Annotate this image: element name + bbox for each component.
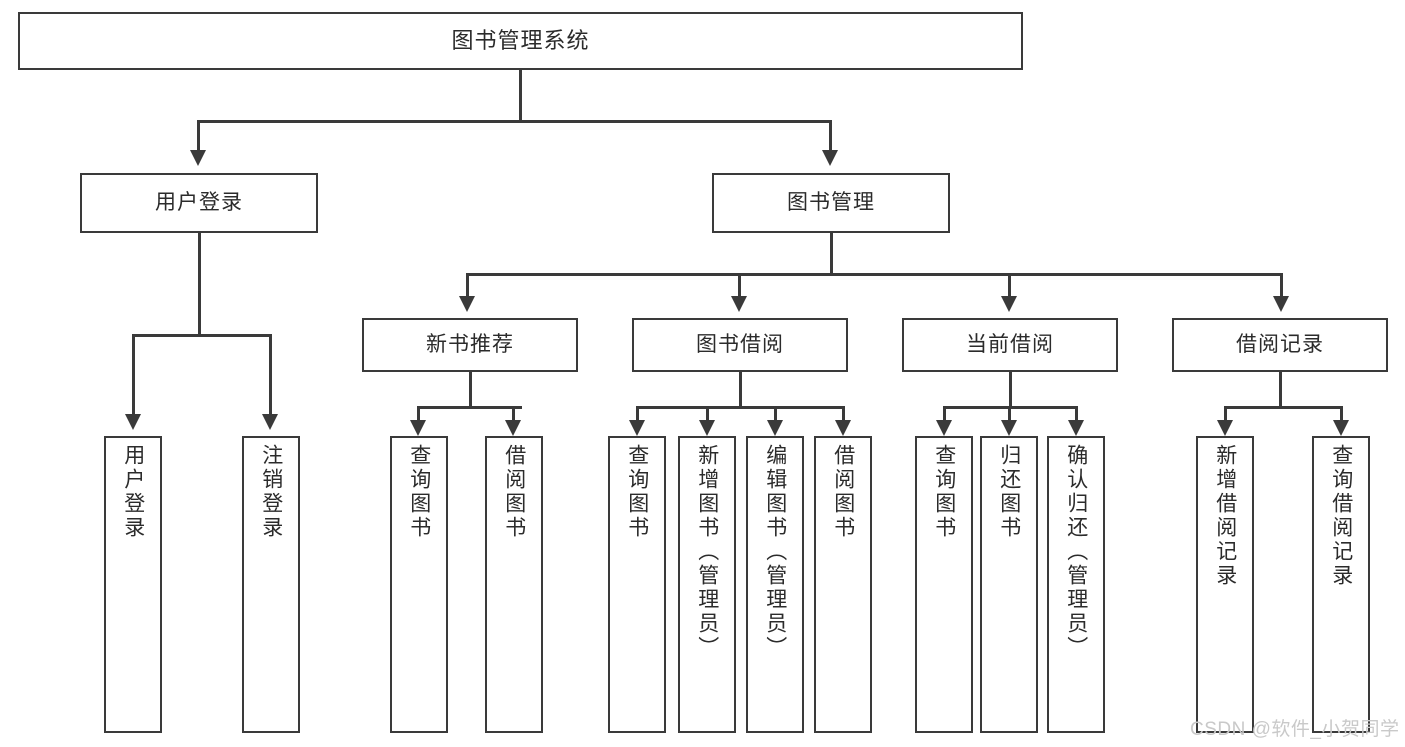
leaf-label: 查询图书 — [932, 444, 956, 540]
connector-user-login-child-1 — [132, 334, 135, 418]
connector-book-management-split-bar — [466, 273, 1282, 276]
connector-to-borrow-records — [1280, 273, 1283, 298]
leaf-logout[interactable]: 注销登录 — [242, 436, 300, 733]
arrowhead-borrow-records-child-2 — [1333, 420, 1349, 436]
arrowhead-to-user-login — [190, 150, 206, 166]
connector-borrow-records-stem — [1279, 372, 1282, 408]
connector-new-books-stem — [469, 372, 472, 408]
connector-book-borrow-child-2 — [706, 406, 709, 422]
arrowhead-to-new-books — [459, 296, 475, 312]
leaf-query-borrow-record[interactable]: 查询借阅记录 — [1312, 436, 1370, 733]
arrowhead-new-books-child-1 — [410, 420, 426, 436]
connector-current-borrow-child-1 — [943, 406, 946, 422]
node-book-borrowing[interactable]: 图书借阅 — [632, 318, 848, 372]
connector-to-current-borrow — [1008, 273, 1011, 298]
arrowhead-to-current-borrow — [1001, 296, 1017, 312]
connector-root-split-bar — [197, 120, 831, 123]
leaf-label: 注销登录 — [259, 444, 283, 540]
arrowhead-current-borrow-child-3 — [1068, 420, 1084, 436]
arrowhead-borrow-records-child-1 — [1217, 420, 1233, 436]
node-current-borrowing[interactable]: 当前借阅 — [902, 318, 1118, 372]
leaf-borrow-books-borrowing[interactable]: 借阅图书 — [814, 436, 872, 733]
leaf-edit-book-admin[interactable]: 编辑图书（管理员） — [746, 436, 804, 733]
leaf-add-book-admin[interactable]: 新增图书（管理员） — [678, 436, 736, 733]
arrowhead-to-book-management — [822, 150, 838, 166]
node-borrowing-records[interactable]: 借阅记录 — [1172, 318, 1388, 372]
node-book-management[interactable]: 图书管理 — [712, 173, 950, 233]
leaf-query-books-current[interactable]: 查询图书 — [915, 436, 973, 733]
leaf-label: 查询图书 — [407, 444, 431, 540]
arrowhead-to-book-borrow — [731, 296, 747, 312]
connector-book-borrow-child-3 — [774, 406, 777, 422]
connector-user-login-stem — [198, 233, 201, 336]
leaf-label: 借阅图书 — [831, 444, 855, 540]
leaf-label: 新增借阅记录 — [1213, 444, 1237, 588]
connector-borrow-records-child-2 — [1340, 406, 1343, 422]
leaf-label: 归还图书 — [997, 444, 1021, 540]
arrowhead-new-books-child-2 — [505, 420, 521, 436]
leaf-label: 确认归还（管理员） — [1064, 444, 1088, 660]
connector-book-borrow-child-4 — [842, 406, 845, 422]
connector-borrow-records-split-bar — [1224, 406, 1341, 409]
node-root-library-management-system[interactable]: 图书管理系统 — [18, 12, 1023, 70]
node-user-login[interactable]: 用户登录 — [80, 173, 318, 233]
leaf-confirm-return-admin[interactable]: 确认归还（管理员） — [1047, 436, 1105, 733]
connector-book-borrow-stem — [739, 372, 742, 408]
leaf-label: 新增图书（管理员） — [695, 444, 719, 660]
leaf-label: 查询借阅记录 — [1329, 444, 1353, 588]
leaf-query-books-new-recommendation[interactable]: 查询图书 — [390, 436, 448, 733]
connector-root-stem — [519, 70, 522, 122]
connector-current-borrow-child-2 — [1008, 406, 1011, 422]
connector-new-books-child-2 — [512, 406, 515, 422]
connector-new-books-split-bar — [417, 406, 522, 409]
connector-book-borrow-child-1 — [636, 406, 639, 422]
arrowhead-book-borrow-child-2 — [699, 420, 715, 436]
connector-new-books-child-1 — [417, 406, 420, 422]
leaf-borrow-books-new-recommendation[interactable]: 借阅图书 — [485, 436, 543, 733]
leaf-label: 借阅图书 — [502, 444, 526, 540]
leaf-return-books[interactable]: 归还图书 — [980, 436, 1038, 733]
arrowhead-book-borrow-child-1 — [629, 420, 645, 436]
node-new-book-recommendation[interactable]: 新书推荐 — [362, 318, 578, 372]
connector-borrow-records-child-1 — [1224, 406, 1227, 422]
connector-book-borrow-split-bar — [636, 406, 844, 409]
connector-to-new-books — [466, 273, 469, 298]
connector-current-borrow-child-3 — [1075, 406, 1078, 422]
connector-user-login-split-bar — [132, 334, 269, 337]
connector-root-to-book-management — [829, 120, 832, 152]
leaf-label: 查询图书 — [625, 444, 649, 540]
connector-user-login-child-2 — [269, 334, 272, 418]
leaf-query-books-borrowing[interactable]: 查询图书 — [608, 436, 666, 733]
leaf-user-login[interactable]: 用户登录 — [104, 436, 162, 733]
arrowhead-user-login-child-1 — [125, 414, 141, 430]
connector-root-to-user-login — [197, 120, 200, 152]
arrowhead-book-borrow-child-3 — [767, 420, 783, 436]
arrowhead-book-borrow-child-4 — [835, 420, 851, 436]
arrowhead-current-borrow-child-1 — [936, 420, 952, 436]
connector-book-management-stem — [830, 233, 833, 275]
arrowhead-user-login-child-2 — [262, 414, 278, 430]
leaf-label: 用户登录 — [121, 444, 145, 540]
arrowhead-to-borrow-records — [1273, 296, 1289, 312]
leaf-label: 编辑图书（管理员） — [763, 444, 787, 660]
arrowhead-current-borrow-child-2 — [1001, 420, 1017, 436]
connector-to-book-borrow — [738, 273, 741, 298]
connector-current-borrow-stem — [1009, 372, 1012, 408]
leaf-add-borrow-record[interactable]: 新增借阅记录 — [1196, 436, 1254, 733]
